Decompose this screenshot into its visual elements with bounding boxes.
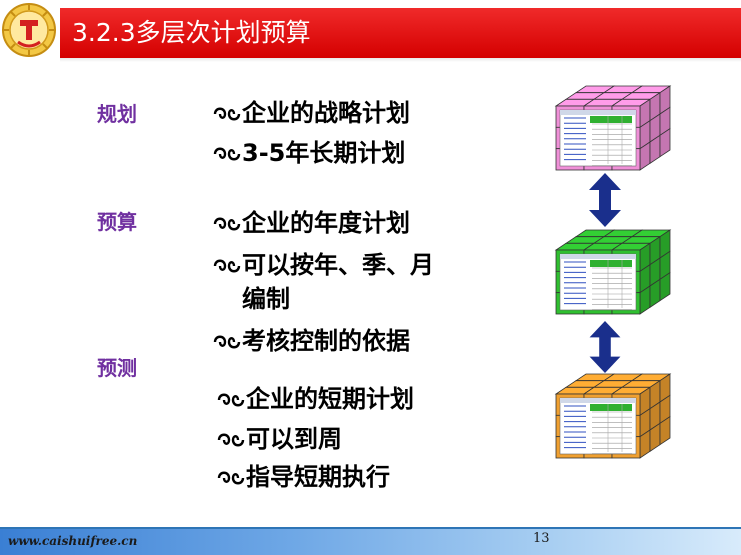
header-divider: [60, 58, 741, 62]
bullet-swirl-icon: [213, 335, 241, 349]
footer-band: [0, 529, 741, 555]
bullet-text: 考核控制的依据: [242, 327, 410, 355]
footer-divider: [0, 527, 741, 529]
bullet-item: 3-5年长期计划: [212, 138, 405, 168]
bullet-swirl-icon: [213, 107, 241, 121]
bullet-text: 可以到周: [246, 425, 342, 453]
bullet-swirl-icon: [217, 471, 245, 485]
forecast-cube-icon: [554, 373, 672, 459]
bullet-swirl-icon: [217, 433, 245, 447]
page-number: 13: [533, 531, 550, 546]
bullet-item: 可以按年、季、月: [212, 250, 434, 280]
bullet-text: 企业的战略计划: [242, 99, 410, 127]
bullet-swirl-icon: [217, 393, 245, 407]
footer-url: www.caishuifree.cn: [8, 534, 138, 548]
bullet-item: 指导短期执行: [216, 462, 390, 492]
bullet-text: 企业的年度计划: [242, 209, 410, 237]
slide-title: 3.2.3多层次计划预算: [72, 18, 311, 47]
bullet-text: 企业的短期计划: [246, 385, 414, 413]
bullet-swirl-icon: [213, 217, 241, 231]
section-label-forecast: 预测: [97, 356, 137, 380]
bullet-text: 可以按年、季、月: [242, 251, 434, 279]
bullet-text: 编制: [242, 285, 290, 313]
bullet-item: 考核控制的依据: [212, 326, 410, 356]
double-arrow-icon: [589, 320, 621, 374]
bullet-swirl-icon: [213, 259, 241, 273]
bullet-swirl-icon: [213, 147, 241, 161]
slide-header: 3.2.3多层次计划预算: [0, 0, 741, 62]
bullet-continuation: 编制: [242, 284, 290, 314]
logo-emblem-icon: [2, 3, 56, 57]
title-bar: [60, 8, 741, 58]
double-arrow-icon: [589, 173, 621, 227]
bullet-text: 3-5年长期计划: [242, 139, 406, 167]
budget-cube-icon: [554, 229, 672, 315]
section-label-planning: 规划: [97, 102, 137, 126]
bullet-item: 企业的短期计划: [216, 384, 414, 414]
bullet-text: 指导短期执行: [246, 463, 390, 491]
bullet-item: 可以到周: [216, 424, 342, 454]
planning-cube-icon: [554, 85, 672, 171]
bullet-item: 企业的战略计划: [212, 98, 410, 128]
bullet-item: 企业的年度计划: [212, 208, 410, 238]
section-label-budget: 预算: [97, 210, 137, 234]
